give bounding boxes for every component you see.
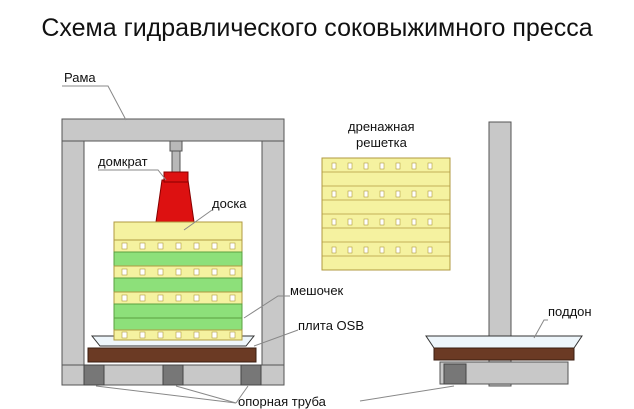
tray-right bbox=[425, 335, 583, 349]
label-bag: мешочек bbox=[290, 283, 344, 298]
press-front-view bbox=[61, 118, 285, 386]
label-drain-grid-1: дренажная bbox=[348, 119, 415, 134]
side-bottom bbox=[439, 361, 569, 385]
press-stack bbox=[113, 221, 243, 341]
drain-grid bbox=[321, 157, 451, 271]
label-support-pipe: опорная труба bbox=[238, 394, 327, 409]
frame-left-post bbox=[61, 140, 85, 366]
side-post bbox=[488, 121, 512, 387]
frame-right-post bbox=[261, 140, 285, 366]
side-pipe bbox=[443, 363, 467, 385]
side-osb bbox=[433, 347, 575, 361]
frame-top-beam bbox=[61, 118, 285, 142]
support-pipe-center bbox=[162, 364, 184, 386]
label-osb: плита OSB bbox=[298, 318, 364, 333]
label-jack: домкрат bbox=[98, 154, 148, 169]
osb-plate bbox=[87, 347, 257, 363]
support-pipe-left bbox=[83, 364, 105, 386]
diagram-title: Схема гидравлического соковыжимного прес… bbox=[41, 14, 593, 42]
support-pipe-right bbox=[240, 364, 262, 386]
leader-lines bbox=[62, 85, 548, 404]
label-frame: Рама bbox=[64, 70, 96, 85]
label-drain-grid-2: решетка bbox=[356, 135, 408, 150]
press-side-view bbox=[425, 121, 583, 387]
label-tray: поддон bbox=[548, 304, 592, 319]
label-board: доска bbox=[212, 196, 247, 211]
jack bbox=[155, 140, 195, 223]
